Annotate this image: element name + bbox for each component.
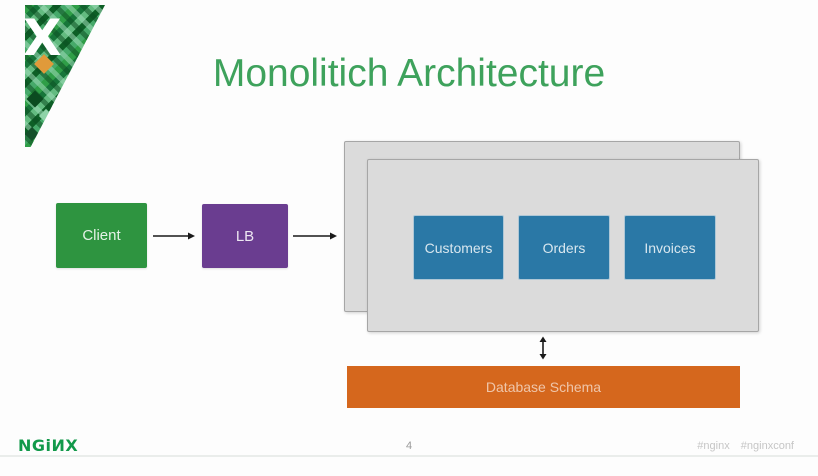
nginx-wordmark-logo: NGiИX xyxy=(18,436,79,455)
service-node-label: Orders xyxy=(542,239,586,256)
client-node-label: Client xyxy=(82,227,121,244)
service-node-invoices: Invoices xyxy=(625,216,715,279)
logo-mosaic-tile xyxy=(25,126,40,142)
page-number: 4 xyxy=(405,440,413,452)
arrow-lb-to-monolith-icon xyxy=(293,232,337,240)
service-node-label: Invoices xyxy=(644,239,696,256)
service-node-customers: Customers xyxy=(414,216,503,279)
service-node-label: Customers xyxy=(424,239,493,256)
arrow-monolith-database-icon xyxy=(539,336,547,360)
logo-mosaic-tile xyxy=(38,108,54,124)
load-balancer-node-label: LB xyxy=(235,227,255,245)
slide-title: Monolitich Architecture xyxy=(212,52,606,95)
database-schema-node: Database Schema xyxy=(347,366,740,408)
slide-bottom-edge xyxy=(0,455,818,457)
load-balancer-node: LB xyxy=(202,204,288,268)
hashtag-nginx: #nginx xyxy=(697,440,730,452)
hashtag-nginxconf: #nginxconf xyxy=(740,440,794,452)
database-schema-label: Database Schema xyxy=(485,379,602,395)
footer-hashtags: #nginx #nginxconf xyxy=(697,440,794,452)
arrow-client-to-lb-icon xyxy=(153,232,195,240)
service-node-orders: Orders xyxy=(519,216,609,279)
client-node: Client xyxy=(56,203,147,268)
